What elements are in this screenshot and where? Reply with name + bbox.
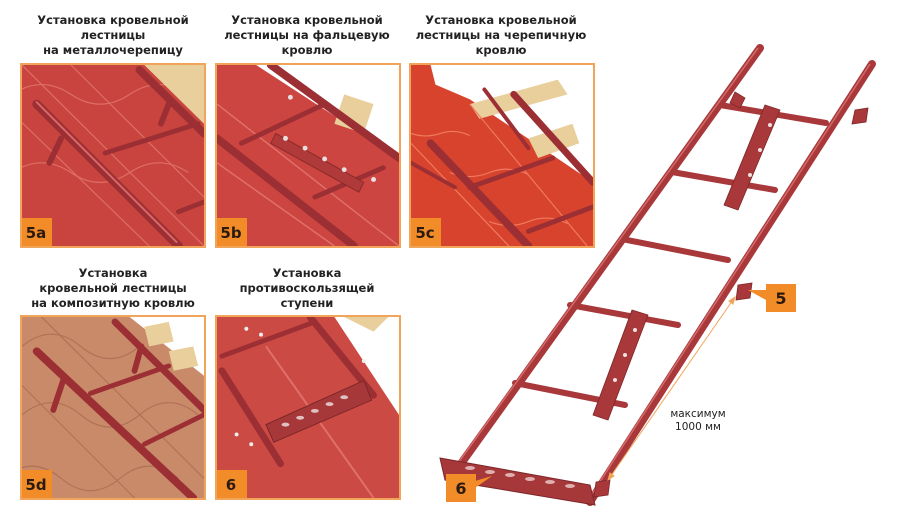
- caption-6: Установка противоскользящей ступени: [239, 266, 375, 310]
- panel-anti-slip-step: 6: [215, 315, 401, 500]
- panel-seam-roof: 5b: [215, 63, 401, 248]
- caption-5b: Установка кровельной лестницы на фальцев…: [224, 13, 390, 57]
- badge-6: 6: [217, 470, 247, 498]
- dimension-label: максимум 1000 мм: [670, 408, 726, 433]
- anti-slip-step-illustration: [217, 317, 399, 498]
- badge-5b: 5b: [217, 218, 247, 246]
- callout-bracket-5: 5: [766, 284, 796, 312]
- composite-roof-illustration: [22, 317, 204, 498]
- panel-composite-roof: 5d: [20, 315, 206, 500]
- caption-5c: Установка кровельной лестницы на черепич…: [415, 13, 587, 57]
- badge-5d: 5d: [22, 470, 52, 498]
- metal-tile-illustration: [22, 65, 204, 246]
- ceramic-tile-illustration: [411, 65, 593, 246]
- badge-5a: 5a: [22, 218, 52, 246]
- callout-step-6: 6: [446, 474, 476, 502]
- caption-5a: Установка кровельной лестницы на металло…: [37, 13, 189, 57]
- panel-ceramic-tile: 5c: [409, 63, 595, 248]
- seam-roof-illustration: [217, 65, 399, 246]
- panel-metal-tile: 5a: [20, 63, 206, 248]
- roof-ladder-assembly-illustration: [439, 44, 876, 506]
- caption-5d: Установка кровельной лестницы на компози…: [31, 266, 195, 310]
- badge-5c: 5c: [411, 218, 441, 246]
